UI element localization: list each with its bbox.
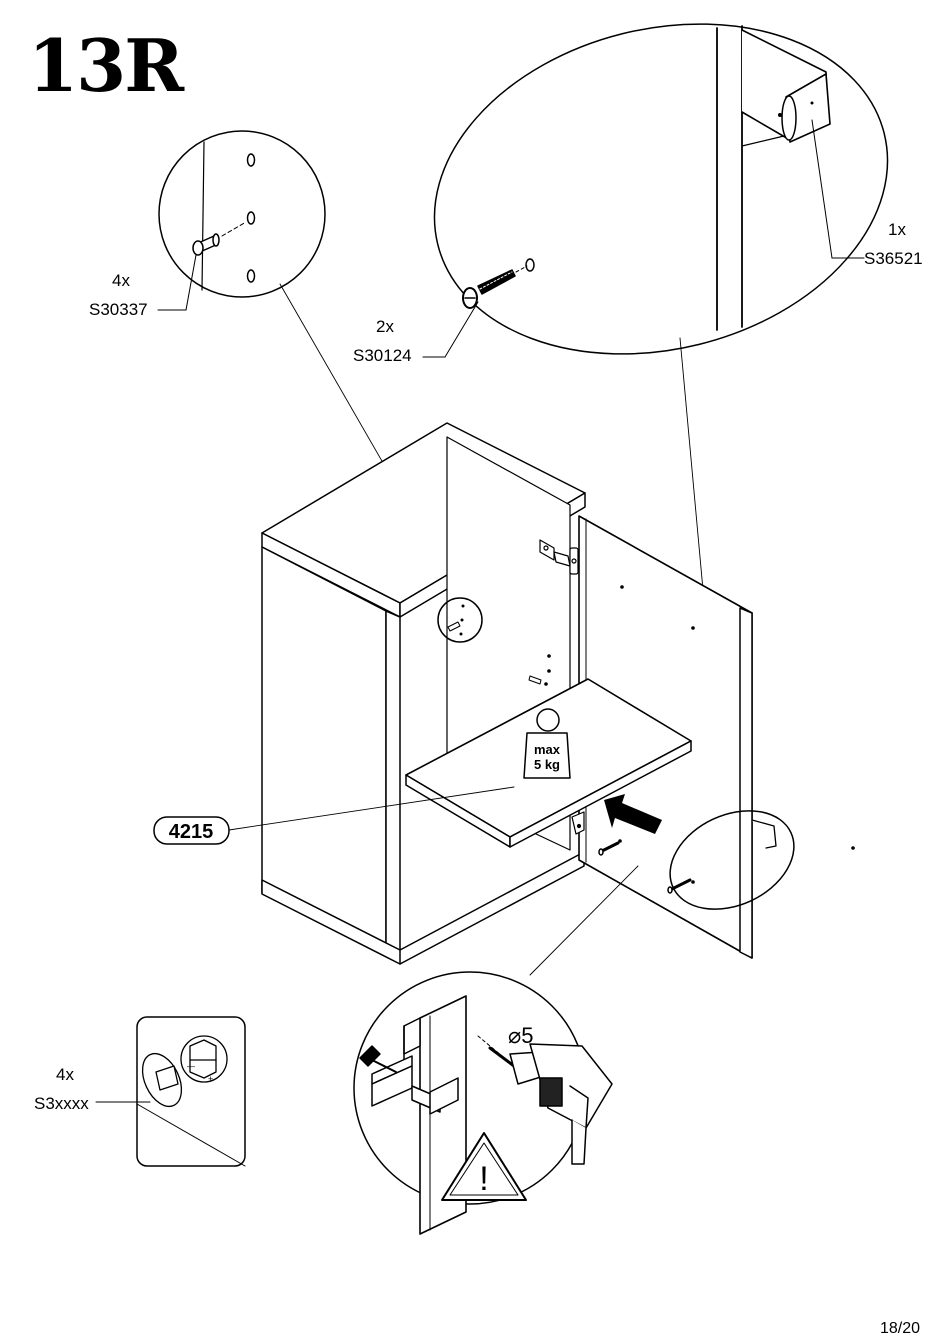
part-code-s30124: S30124: [353, 346, 412, 365]
drill-holes: [544, 585, 855, 884]
weight-icon: [523, 708, 571, 779]
shelf-pin-location-circle: [437, 597, 483, 643]
weight-value-label: 5 kg: [534, 757, 560, 772]
hinge-icon: [539, 539, 579, 575]
cam-lock-detail-box: — +: [136, 1016, 246, 1167]
drill-icon: [477, 1035, 613, 1165]
part-qty-s30337: 4x: [112, 271, 130, 290]
door-screw-icon: [598, 841, 620, 856]
handle-detail-ellipse: [433, 23, 889, 355]
part-qty-s36521: 1x: [888, 220, 906, 239]
svg-text:+: +: [208, 1074, 213, 1084]
insert-arrow-icon: [604, 794, 662, 834]
part-qty-s3xxxx: 4x: [56, 1065, 74, 1084]
drill-diameter-label: ⌀5: [508, 1023, 533, 1048]
cabinet: [261, 422, 753, 965]
part-code-s3xxxx: S3xxxx: [34, 1094, 89, 1113]
svg-text:—: —: [187, 1062, 195, 1071]
cam-lock-icon: — +: [141, 1035, 228, 1108]
handle-icon: [741, 29, 831, 143]
part-code-s30337: S30337: [89, 300, 148, 319]
part-number-pill: [153, 816, 230, 845]
clamp-icon: [359, 1017, 459, 1115]
page-number: 18/20: [879, 1320, 920, 1337]
step-number: 13R: [28, 23, 184, 108]
shelf-support-icon: [571, 811, 585, 835]
handle-location-ellipse: [667, 810, 795, 910]
shelf-pin-icon: [192, 221, 247, 256]
part-qty-s30124: 2x: [376, 317, 394, 336]
shelf-pin-detail-circle: [158, 130, 326, 298]
warning-symbol: !: [479, 1160, 488, 1198]
weight-max-label: max: [534, 742, 561, 757]
part-code-s36521: S36521: [864, 249, 923, 268]
screw-icon: [462, 258, 535, 309]
shelf-part-number: 4215: [169, 821, 214, 843]
drill-detail-circle: [353, 971, 613, 1235]
warning-triangle-icon: [441, 1132, 527, 1201]
